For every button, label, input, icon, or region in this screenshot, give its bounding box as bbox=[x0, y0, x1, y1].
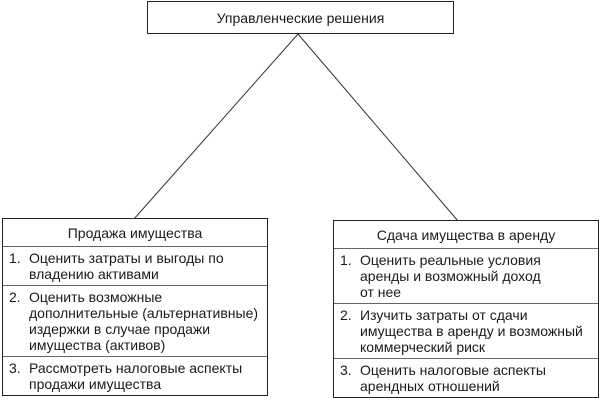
item-number: 3. bbox=[9, 360, 21, 376]
item-text: Оценить возможные дополнительные (альтер… bbox=[29, 289, 259, 353]
branch-rent: Сдача имущества в аренду 1. Оценить реаль… bbox=[333, 220, 599, 398]
branch-sale: Продажа имущества 1. Оценить затраты и вы… bbox=[2, 218, 268, 396]
branch-title: Продажа имущества bbox=[3, 219, 267, 247]
list-item: 2. Изучить затраты от сдачи имущества в а… bbox=[334, 304, 598, 359]
list-item: 3. Рассмотреть налоговые аспекты продажи … bbox=[3, 357, 267, 395]
list-item: 1. Оценить затраты и выгоды по владению а… bbox=[3, 247, 267, 286]
branch-title: Сдача имущества в аренду bbox=[334, 221, 598, 249]
list-item: 1. Оценить реальные условия аренды и возм… bbox=[334, 249, 598, 304]
item-text: Оценить затраты и выгоды по владению акт… bbox=[29, 250, 224, 282]
list-item: 3. Оценить налоговые аспекты арендных отн… bbox=[334, 359, 598, 397]
list-item: 2. Оценить возможные дополнительные (альт… bbox=[3, 286, 267, 357]
connector-left bbox=[133, 33, 299, 220]
connector-right bbox=[297, 33, 459, 222]
item-text: Рассмотреть налоговые аспекты продажи им… bbox=[29, 360, 243, 392]
item-number: 1. bbox=[9, 250, 21, 266]
item-number: 3. bbox=[340, 362, 352, 378]
item-number: 2. bbox=[340, 307, 352, 323]
root-node: Управленческие решения bbox=[147, 1, 454, 34]
root-label: Управленческие решения bbox=[216, 9, 385, 26]
item-number: 1. bbox=[340, 252, 352, 268]
item-text: Изучить затраты от сдачи имущества в аре… bbox=[360, 307, 583, 355]
item-text: Оценить налоговые аспекты арендных отнош… bbox=[360, 362, 546, 394]
item-text: Оценить реальные условия аренды и возмож… bbox=[360, 252, 541, 300]
item-number: 2. bbox=[9, 289, 21, 305]
